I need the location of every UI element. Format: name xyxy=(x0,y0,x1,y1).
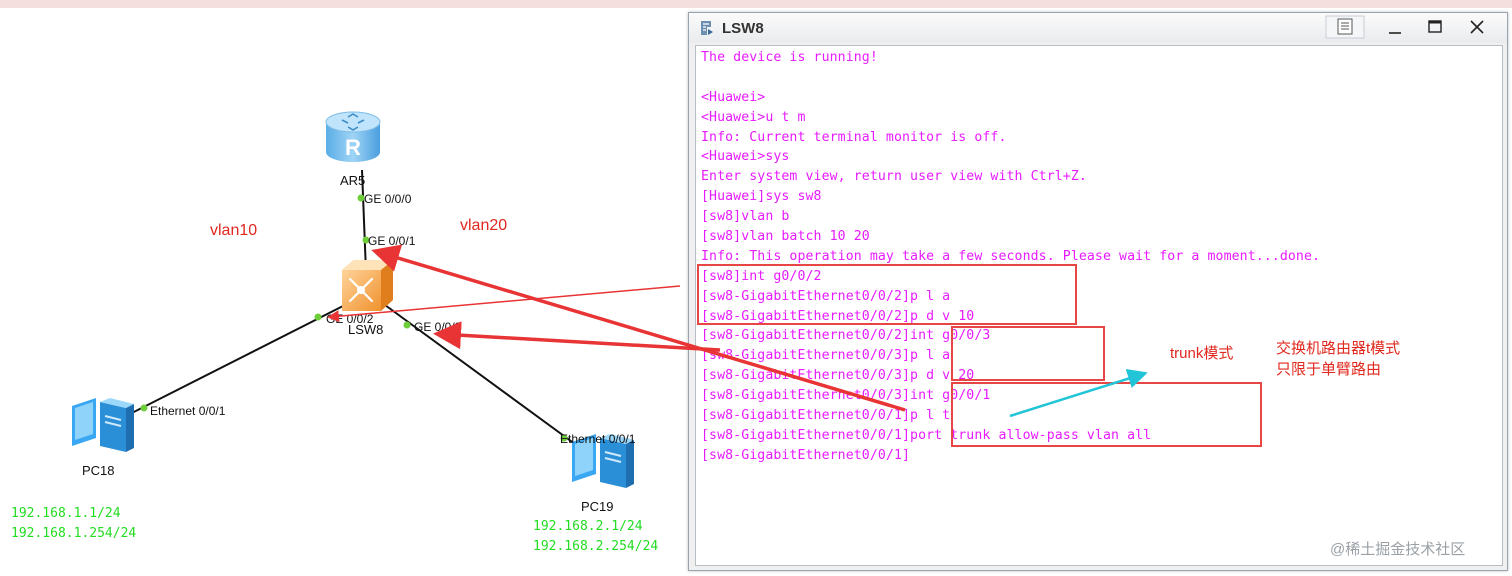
close-button[interactable] xyxy=(1457,15,1497,39)
switch-port-right-label: GE 0/0/3 xyxy=(414,320,462,334)
watermark: @稀土掘金技术社区 xyxy=(1330,541,1466,558)
restore-icon xyxy=(1325,15,1365,39)
restore-button[interactable] xyxy=(1325,15,1365,39)
terminal-line: Enter system view, return user view with… xyxy=(701,169,1087,185)
highlight-box-g002 xyxy=(697,264,1077,325)
switch-port-up-label: GE 0/0/1 xyxy=(368,234,416,248)
minimize-button[interactable] xyxy=(1375,15,1415,39)
maximize-icon xyxy=(1428,20,1442,33)
highlight-box-g003 xyxy=(951,326,1105,381)
pc18-gateway: 192.168.1.254/24 xyxy=(11,526,137,541)
port-dot-pc18 xyxy=(140,404,148,412)
vlan10-label: vlan10 xyxy=(210,222,258,239)
switch-icon xyxy=(342,260,393,311)
link-lsw8-pc18 xyxy=(117,304,346,421)
pc19-ip: 192.168.2.1/24 xyxy=(533,519,643,534)
pc-node-pc19[interactable] xyxy=(566,432,636,490)
terminal-line: [sw8]vlan b xyxy=(701,209,790,225)
window-titlebar[interactable]: LSW8 xyxy=(689,13,1507,43)
vlan20-label: vlan20 xyxy=(460,217,508,234)
router-mode-note-line1: 交换机路由器t模式 xyxy=(1276,340,1401,357)
port-dot-ar5 xyxy=(357,194,365,202)
link-ar5-lsw8 xyxy=(361,169,367,273)
pc18-port-label: Ethernet 0/0/1 xyxy=(150,404,226,418)
port-dot-pc19 xyxy=(560,434,568,442)
terminal-line: [Huawei]sys sw8 xyxy=(701,189,822,205)
pc18-name: PC18 xyxy=(82,463,115,478)
pc19-gateway: 192.168.2.254/24 xyxy=(533,539,659,554)
router-node-ar5[interactable]: R xyxy=(322,108,384,168)
terminal-line: [sw8]vlan batch 10 20 xyxy=(701,229,870,245)
switch-node-lsw8[interactable] xyxy=(340,258,395,313)
router-mode-note: 交换机路由器t模式 只限于单臂路由 xyxy=(1276,338,1400,380)
top-strip xyxy=(0,0,1512,8)
pc-icon xyxy=(572,434,634,488)
close-icon xyxy=(1470,20,1484,34)
port-dot-lsw8-g2 xyxy=(314,313,322,321)
pc19-name: PC19 xyxy=(581,499,614,514)
terminal-line: <Huawei>u t m xyxy=(701,109,806,125)
highlight-box-g001 xyxy=(951,382,1262,447)
switch-name: LSW8 xyxy=(348,322,384,337)
terminal-line: [sw8-GigabitEthernet0/0/1]p l t xyxy=(701,408,951,424)
terminal-line xyxy=(701,68,1320,88)
terminal-icon xyxy=(701,21,713,35)
terminal-line: <Huawei>sys xyxy=(701,149,790,165)
pc-icon xyxy=(72,398,134,452)
switch-port-left-label: GE 0/0/2 xyxy=(326,312,374,326)
terminal-line: [sw8-GigabitEthernet0/0/1]port trunk all… xyxy=(701,427,1152,443)
trunk-note: trunk模式 xyxy=(1170,345,1234,362)
router-name: AR5 xyxy=(340,173,366,188)
pc18-ip: 192.168.1.1/24 xyxy=(11,506,121,521)
router-port-label: GE 0/0/0 xyxy=(364,192,412,206)
terminal-line: [sw8-GigabitEthernet0/0/1] xyxy=(701,447,911,463)
pc-node-pc18[interactable] xyxy=(66,396,136,454)
router-mode-note-line2: 只限于单臂路由 xyxy=(1276,361,1382,378)
router-icon: R xyxy=(325,111,381,162)
terminal-line: <Huawei> xyxy=(701,89,766,105)
pc19-port-label: Ethernet 0/0/1 xyxy=(560,432,636,446)
window-title: LSW8 xyxy=(722,20,764,37)
port-dot-lsw8-g3 xyxy=(403,321,411,329)
terminal-line: The device is running! xyxy=(701,50,878,65)
port-dot-lsw8-g1 xyxy=(362,236,370,244)
terminal-line: Info: Current terminal monitor is off. xyxy=(701,129,1007,145)
maximize-button[interactable] xyxy=(1415,15,1455,39)
minimize-icon xyxy=(1389,32,1401,34)
svg-text:R: R xyxy=(345,135,361,160)
